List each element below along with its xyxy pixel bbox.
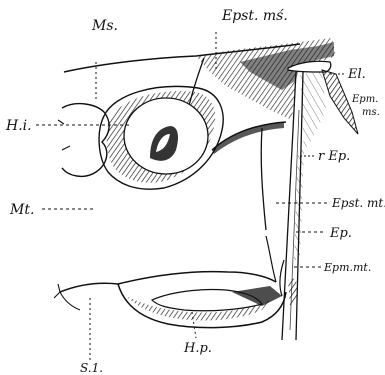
- label-epm-ms-line2: ms.: [362, 107, 380, 118]
- metepisternal-suture: [261, 128, 266, 230]
- label-el: El.: [347, 67, 366, 82]
- label-ep: Ep.: [329, 226, 352, 241]
- label-s1: S.1.: [80, 361, 103, 375]
- left-coxa-joint: [58, 120, 70, 172]
- right-edge-hatch: [300, 72, 326, 150]
- lower-left-joint: [54, 284, 60, 298]
- label-mt: Mt.: [9, 202, 34, 218]
- label-ms: Ms.: [91, 18, 118, 34]
- label-epm-ms-line1: Epm.: [351, 94, 378, 105]
- left-coxa-outline: [62, 104, 109, 177]
- label-epst-ms: Epst. mś.: [221, 8, 288, 24]
- label-hi: H.i.: [5, 118, 32, 134]
- label-epm-mt: Epm.mt.: [323, 261, 371, 274]
- label-r-ep: r Ep.: [318, 149, 350, 164]
- label-epst-mt: Epst. mt.: [331, 196, 385, 210]
- lower-left-edge: [60, 292, 80, 310]
- label-hp: H.p.: [183, 341, 212, 356]
- metathorax-lower-outline: [60, 272, 276, 292]
